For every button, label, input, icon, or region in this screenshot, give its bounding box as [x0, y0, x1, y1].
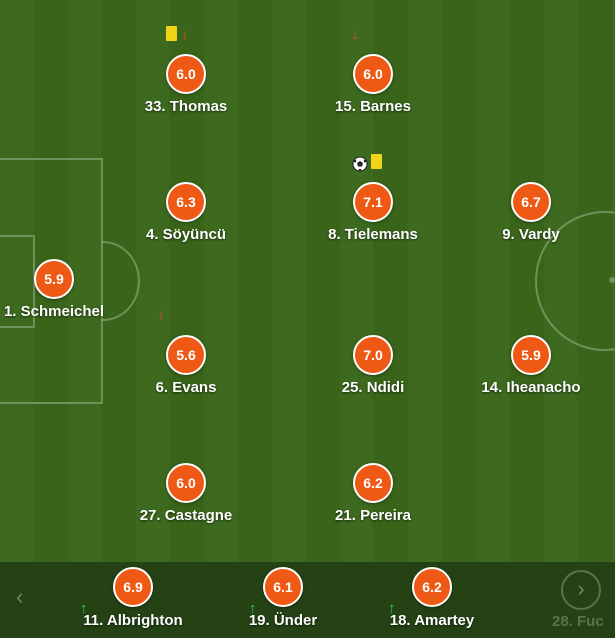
player-rating: 5.6	[166, 335, 206, 375]
goal-ball-icon	[352, 156, 368, 172]
player-ndidi[interactable]: 7.0 25. Ndidi	[308, 335, 438, 396]
sub-in-arrow-icon: ↑	[388, 600, 396, 617]
player-name: 1. Schmeichel	[3, 303, 105, 320]
player-rating: 6.9	[113, 567, 153, 607]
yellow-card-icon	[371, 154, 382, 169]
bench-player-amartey[interactable]: 6.2 18. Amartey ↑	[362, 567, 502, 629]
player-tielemans[interactable]: 7.1 8. Tielemans	[308, 154, 438, 243]
prev-arrow-button[interactable]: ‹	[16, 584, 24, 609]
player-rating: 7.0	[353, 335, 393, 375]
sub-in-arrow-icon: ↑	[249, 600, 257, 617]
player-rating: 5.9	[511, 335, 551, 375]
player-rating: 6.7	[511, 182, 551, 222]
player-rating: 5.9	[34, 259, 74, 299]
player-rating: 6.0	[353, 54, 393, 94]
player-name: 19. Ünder	[248, 612, 318, 629]
player-evans[interactable]: ↓ 5.6 6. Evans	[121, 307, 251, 396]
player-name: 15. Barnes	[335, 98, 411, 115]
bench-player-under[interactable]: 6.1 19. Ünder ↑	[213, 567, 353, 629]
player-barnes[interactable]: ↓ 6.0 15. Barnes	[308, 27, 438, 115]
sub-out-arrow-icon: ↓	[181, 26, 189, 43]
sub-out-arrow-icon: ↓	[351, 26, 359, 43]
sub-in-arrow-icon: ↑	[80, 600, 88, 617]
player-name: 6. Evans	[155, 379, 217, 396]
player-rating: 6.0	[166, 54, 206, 94]
player-name: 33. Thomas	[144, 98, 228, 115]
player-rating: 6.0	[166, 463, 206, 503]
player-rating: 7.1	[353, 182, 393, 222]
pitch: ↓ 6.0 33. Thomas ↓ 6.0 15. Barnes 6.3 4.…	[0, 0, 615, 562]
player-rating: 6.3	[166, 182, 206, 222]
player-rating: 6.2	[412, 567, 452, 607]
player-vardy[interactable]: 6.7 9. Vardy	[466, 182, 596, 243]
substitutes-bar: ‹ 6.9 11. Albrighton ↑ 6.1 19. Ünder ↑ 6…	[0, 562, 615, 638]
player-castagne[interactable]: 6.0 27. Castagne	[121, 463, 251, 524]
bench-player-albrighton[interactable]: 6.9 11. Albrighton ↑	[63, 567, 203, 629]
player-name: 9. Vardy	[502, 226, 560, 243]
player-name: 21. Pereira	[335, 507, 411, 524]
center-spot	[609, 277, 615, 283]
sub-out-arrow-icon: ↓	[157, 306, 165, 323]
player-name: 11. Albrighton	[83, 612, 183, 629]
player-iheanacho[interactable]: 5.9 14. Iheanacho	[466, 335, 596, 396]
next-arrow-button[interactable]: ›	[561, 570, 601, 610]
yellow-card-icon	[166, 26, 177, 41]
player-name: 4. Söyüncü	[145, 226, 227, 243]
player-name: 8. Tielemans	[328, 226, 418, 243]
player-pereira[interactable]: 6.2 21. Pereira	[308, 463, 438, 524]
player-name: 27. Castagne	[139, 507, 233, 524]
player-soyuncu[interactable]: 6.3 4. Söyüncü	[121, 182, 251, 243]
player-rating: 6.1	[263, 567, 303, 607]
player-thomas[interactable]: ↓ 6.0 33. Thomas	[121, 26, 251, 115]
bench-player-fuchs[interactable]: 28. Fuc	[552, 613, 604, 630]
player-schmeichel[interactable]: 5.9 1. Schmeichel	[0, 259, 119, 320]
player-name: 14. Iheanacho	[481, 379, 581, 396]
player-rating: 6.2	[353, 463, 393, 503]
player-name: 25. Ndidi	[341, 379, 405, 396]
player-name: 18. Amartey	[389, 612, 475, 629]
